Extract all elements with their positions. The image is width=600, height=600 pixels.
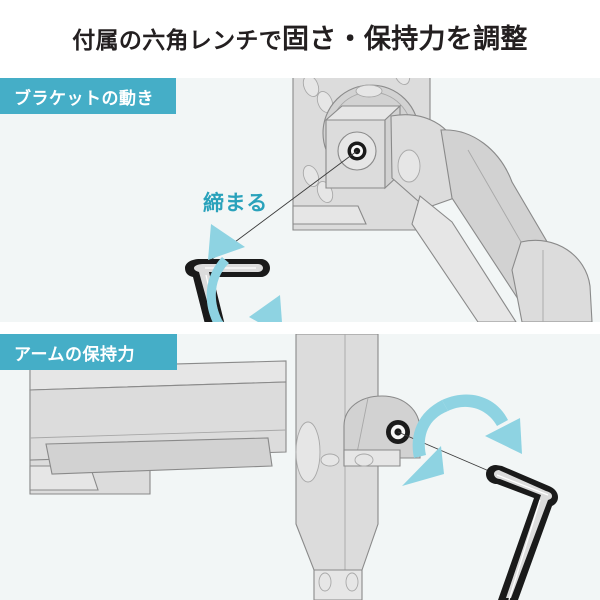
- hex-wrench-shape-bottom: [486, 465, 558, 600]
- rotation-arrows-bottom: [402, 394, 522, 486]
- joint-hex-socket: [320, 395, 421, 467]
- arrow-loosen: [218, 295, 282, 322]
- panel-bracket-movement: ブラケットの動き 締まる ゆるむ: [0, 78, 600, 322]
- arrow-tighten: [206, 224, 245, 322]
- panel-divider: [0, 322, 600, 334]
- arm-assembly: [390, 114, 593, 322]
- bracket-illustration: [292, 78, 593, 322]
- rotation-arrows-top: [206, 224, 282, 322]
- arrow-weaker: [402, 400, 448, 486]
- banner-arm-holding-force: アームの保持力: [0, 334, 177, 370]
- banner-bracket-movement-label: ブラケットの動き: [14, 88, 154, 108]
- vertical-pole: [295, 334, 379, 600]
- panel-arm-holding-force: アームの保持力 強くなる 弱くなる: [0, 334, 600, 600]
- page-title-part1: 付属の六角レンチで: [72, 26, 282, 53]
- page-title: 付属の六角レンチで固さ・保持力を調整: [72, 23, 528, 54]
- page-title-area: 付属の六角レンチで固さ・保持力を調整: [0, 0, 600, 78]
- banner-arm-holding-force-label: アームの保持力: [14, 344, 135, 364]
- banner-bracket-movement: ブラケットの動き: [0, 78, 176, 114]
- arrow-stronger: [442, 394, 522, 454]
- page-title-part2: 固さ・保持力を調整: [282, 23, 528, 54]
- callout-tighten: 締まる: [203, 192, 268, 215]
- horizontal-arm: [29, 360, 287, 475]
